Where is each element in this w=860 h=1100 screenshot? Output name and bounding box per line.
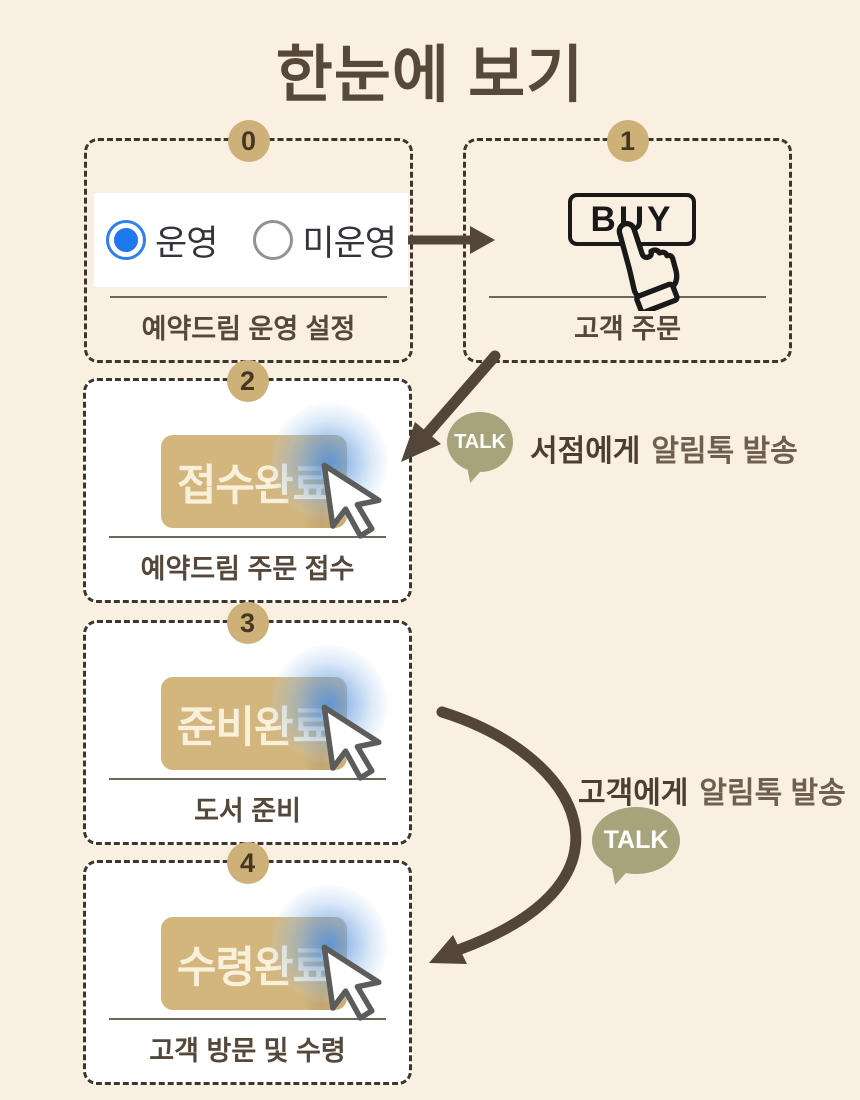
step-box-4: 4 수령완료 고객 방문 및 수령 bbox=[83, 842, 412, 1085]
radio-group-operate[interactable]: 운영 bbox=[106, 215, 218, 266]
step-box-2: 2 접수완료 예약드림 주문 접수 bbox=[83, 360, 412, 603]
caption-divider bbox=[488, 296, 767, 298]
step-box-3: 3 준비완료 도서 준비 bbox=[83, 602, 412, 845]
hand-pointer-icon bbox=[599, 213, 685, 316]
caption-divider bbox=[109, 296, 388, 298]
page-title: 한눈에 보기 bbox=[275, 41, 585, 110]
arrow-curved-icon bbox=[429, 706, 582, 964]
step-caption-3: 도서 준비 bbox=[194, 796, 301, 826]
radio-unselected-icon[interactable] bbox=[253, 220, 294, 260]
mouse-cursor-icon bbox=[318, 939, 396, 1034]
operation-setting-panel: 운영 미운영 bbox=[94, 193, 408, 287]
radio-label-not-operate: 미운영 bbox=[302, 223, 397, 263]
mouse-cursor-icon bbox=[318, 699, 396, 794]
step-caption-2: 예약드림 주문 접수 bbox=[140, 554, 355, 584]
step-caption-1: 고객 주문 bbox=[574, 314, 681, 344]
annotation-bookstore: 서점에게 알림톡 발송 bbox=[530, 426, 798, 470]
caption-divider bbox=[108, 1018, 387, 1020]
caption-divider bbox=[108, 778, 387, 780]
talk-bubble-icon: TALK bbox=[447, 412, 513, 486]
radio-label-operate: 운영 bbox=[155, 223, 218, 263]
step-badge-3: 3 bbox=[226, 602, 269, 644]
annotation-target: 고객에게 bbox=[578, 777, 689, 810]
step-caption-4: 고객 방문 및 수령 bbox=[149, 1036, 346, 1066]
annotation-rest: 알림톡 발송 bbox=[651, 435, 798, 468]
arrow-diagonal-icon bbox=[401, 350, 501, 462]
arrow-right-icon bbox=[408, 226, 495, 254]
step-box-1: 1 BUY 고객 주문 bbox=[463, 120, 792, 363]
radio-selected-icon[interactable] bbox=[106, 220, 146, 260]
step-caption-0: 예약드림 운영 설정 bbox=[141, 314, 356, 344]
step-box-0: 0 운영 미운영 예약드림 운영 설정 bbox=[84, 120, 413, 363]
annotation-rest: 알림톡 발송 bbox=[699, 777, 846, 810]
radio-group-not-operate[interactable]: 미운영 bbox=[253, 215, 397, 266]
step-badge-1: 1 bbox=[606, 120, 649, 162]
annotation-customer: 고객에게 알림톡 발송 bbox=[578, 768, 846, 812]
step-badge-0: 0 bbox=[227, 120, 270, 162]
talk-bubble-tail bbox=[605, 864, 629, 888]
step-badge-4: 4 bbox=[226, 842, 269, 884]
talk-bubble-icon: TALK bbox=[592, 807, 680, 888]
talk-label: TALK bbox=[454, 430, 506, 453]
annotation-target: 서점에게 bbox=[530, 435, 641, 468]
step-badge-2: 2 bbox=[226, 360, 269, 402]
talk-label: TALK bbox=[603, 826, 669, 854]
mouse-cursor-icon bbox=[318, 457, 396, 552]
caption-divider bbox=[108, 536, 387, 538]
